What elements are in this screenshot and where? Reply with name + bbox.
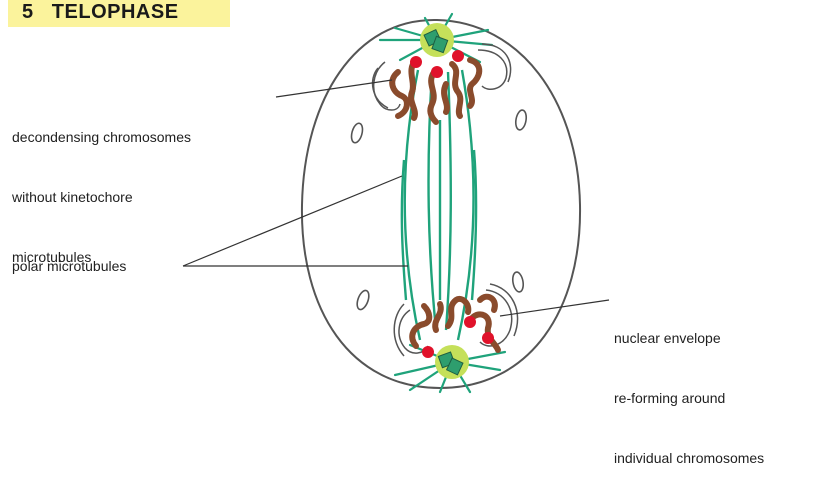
centrosome-top xyxy=(420,23,454,57)
label-line: individual chromosomes xyxy=(614,448,764,468)
label-line: nuclear envelope xyxy=(614,328,764,348)
label-line: decondensing chromosomes xyxy=(12,127,191,147)
label-line: without kinetochore xyxy=(12,187,191,207)
label-nuclear-envelope: nuclear envelope re-forming around indiv… xyxy=(614,288,764,488)
centrosome-bottom xyxy=(435,345,469,379)
organelles xyxy=(350,109,528,311)
label-line: re-forming around xyxy=(614,388,764,408)
label-polar-microtubules: polar microtubules xyxy=(12,256,126,276)
